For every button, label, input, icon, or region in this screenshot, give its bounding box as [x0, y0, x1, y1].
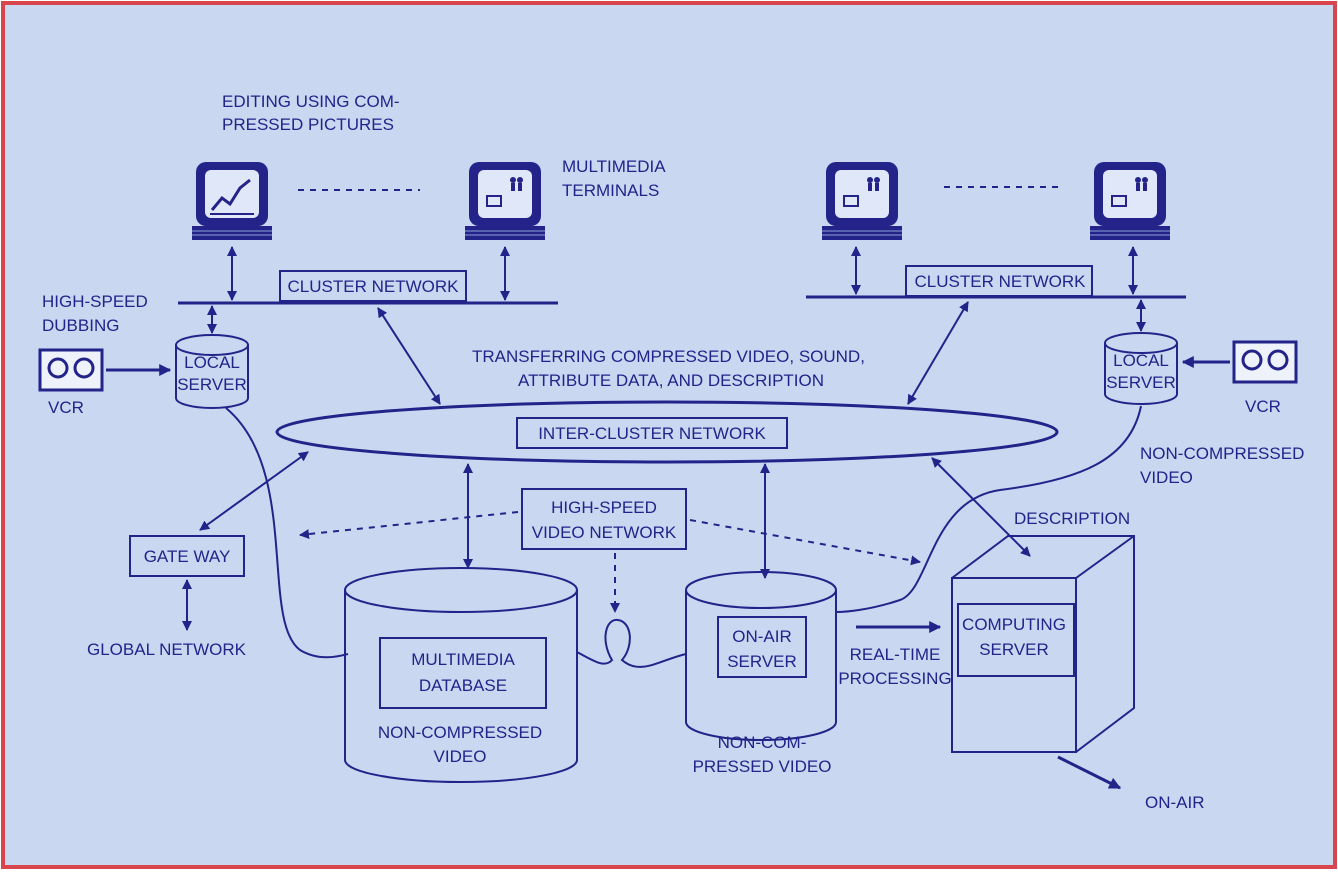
label-nc-video-onair-line2: PRESSED VIDEO [693, 757, 832, 776]
label-local-server-left-line1: LOCAL [184, 353, 240, 372]
label-gate-way: GATE WAY [144, 547, 231, 566]
label-real-time-line2: PROCESSING [838, 669, 951, 688]
label-real-time-line1: REAL-TIME [850, 645, 941, 664]
label-transferring-line2: ATTRIBUTE DATA, AND DESCRIPTION [518, 371, 824, 390]
gateway-box [129, 535, 245, 577]
dashed-hsvn-gateway [299, 511, 519, 540]
arrow-right-cluster-ring [907, 301, 969, 405]
label-editing-line2: PRESSED PICTURES [222, 115, 394, 134]
label-mm-database-line1: MULTIMEDIA [411, 650, 515, 669]
label-local-server-right-line2: SERVER [1106, 373, 1176, 392]
label-cluster-network-left: CLUSTER NETWORK [288, 277, 460, 296]
arrow-gateway-ring [199, 451, 309, 531]
label-local-server-right-line1: LOCAL [1113, 351, 1169, 370]
label-high-speed-dubbing-line2: DUBBING [42, 316, 119, 335]
label-transferring-line1: TRANSFERRING COMPRESSED VIDEO, SOUND, [472, 347, 865, 366]
arrow-computing-onair [1057, 755, 1122, 790]
label-nc-video-db-line1: NON-COMPRESSED [378, 723, 542, 742]
label-local-server-left-line2: SERVER [177, 375, 247, 394]
label-nc-video-db-line2: VIDEO [434, 747, 487, 766]
multimedia-database-cylinder [344, 567, 578, 783]
label-description: DESCRIPTION [1014, 509, 1130, 528]
vcr-icon-right [1232, 340, 1298, 384]
onair-server-box [717, 616, 807, 678]
label-computing-server-line1: COMPUTING [962, 615, 1066, 634]
label-onair-server-line2: SERVER [727, 652, 797, 671]
local-server-right [1104, 332, 1178, 405]
label-onair-server-line1: ON-AIR [732, 627, 792, 646]
cluster-network-box-right [905, 265, 1093, 297]
label-multimedia-terminals-line2: TERMINALS [562, 181, 659, 200]
label-on-air: ON-AIR [1145, 793, 1205, 812]
terminal-multimedia-icon-1 [464, 161, 546, 241]
cluster-network-box-left [279, 270, 467, 302]
label-cluster-network-right: CLUSTER NETWORK [915, 272, 1087, 291]
inter-cluster-network-box [516, 417, 788, 449]
terminal-chart-icon [191, 161, 273, 241]
label-mm-database-line2: DATABASE [419, 676, 507, 695]
onair-server-cylinder [685, 571, 837, 741]
label-hsvn-line1: HIGH-SPEED [551, 498, 657, 517]
label-inter-cluster-network: INTER-CLUSTER NETWORK [538, 424, 766, 443]
dashed-hsvn-computing [689, 519, 921, 566]
label-computing-server-line2: SERVER [979, 640, 1049, 659]
label-editing-line1: EDITING USING COM- [222, 92, 400, 111]
arrow-left-cluster-ring [377, 307, 441, 405]
high-speed-video-network-box [521, 488, 687, 550]
label-nc-video-onair-line1: NON-COM- [718, 733, 807, 752]
label-multimedia-terminals-line1: MULTIMEDIA [562, 157, 666, 176]
label-high-speed-dubbing-line1: HIGH-SPEED [42, 292, 148, 311]
video-loop-cable [576, 618, 687, 668]
label-vcr-left: VCR [48, 398, 84, 417]
terminal-multimedia-icon-3 [1089, 161, 1171, 241]
arrow-ring-computing [931, 457, 1031, 557]
multimedia-database-box [379, 637, 547, 709]
computing-server-box [957, 603, 1075, 677]
terminal-multimedia-icon-2 [821, 161, 903, 241]
label-global-network: GLOBAL NETWORK [87, 640, 247, 659]
computing-server-cabinet [951, 535, 1135, 753]
vcr-icon-left [38, 348, 104, 392]
local-server-left [175, 334, 249, 409]
label-non-compressed-video-right-line2: VIDEO [1140, 468, 1193, 487]
label-hsvn-line2: VIDEO NETWORK [532, 523, 677, 542]
label-non-compressed-video-right-line1: NON-COMPRESSED [1140, 444, 1304, 463]
inter-cluster-network-ring [275, 400, 1059, 464]
label-vcr-right: VCR [1245, 397, 1281, 416]
